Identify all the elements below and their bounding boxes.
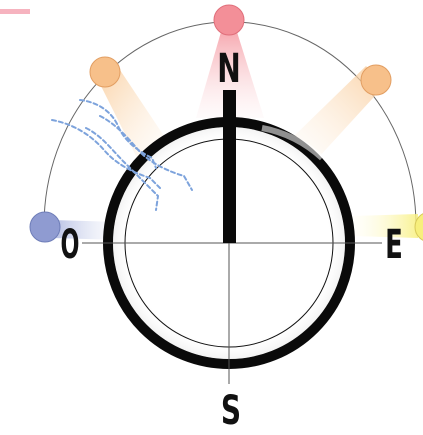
afternoon-sun-ray xyxy=(292,66,384,158)
compass-needle xyxy=(223,90,236,243)
ring-glare xyxy=(261,125,325,161)
sun-position-icon-east xyxy=(414,213,423,241)
west-label: O xyxy=(61,221,80,268)
north-label: N xyxy=(217,46,240,92)
wind-lines-icon xyxy=(51,99,193,211)
sun-position-icon-afternoon xyxy=(360,64,392,96)
west-sun-ray xyxy=(52,220,120,240)
sun-position-icon-morning xyxy=(89,56,121,88)
east-label: E xyxy=(385,222,403,268)
morning-sun-ray xyxy=(98,64,168,160)
corner-tab xyxy=(0,9,30,14)
sun-position-icon-noon xyxy=(213,4,245,36)
south-label: S xyxy=(221,388,241,434)
noon-sun-ray xyxy=(196,32,264,118)
sun-position-icon-west xyxy=(29,211,61,243)
east-sun-ray xyxy=(352,214,418,238)
